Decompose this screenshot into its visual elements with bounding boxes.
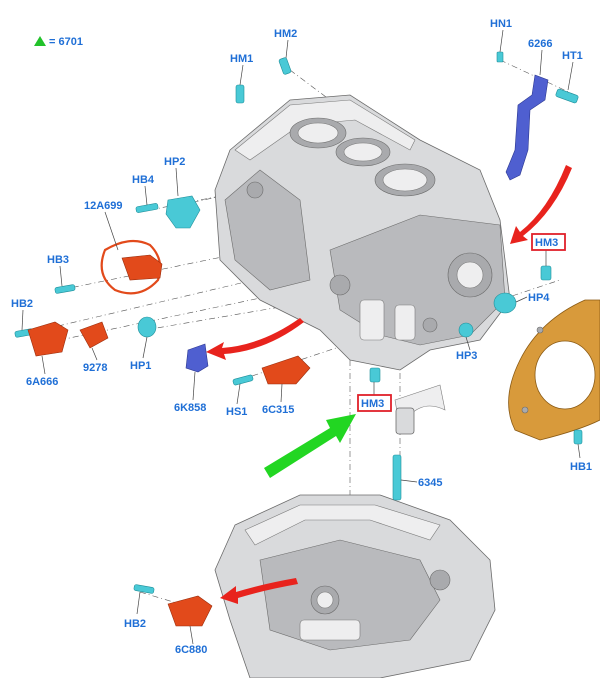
sensors bbox=[27, 239, 311, 627]
label-6c315: 6C315 bbox=[262, 404, 294, 416]
bracket-6k858-icon bbox=[185, 343, 209, 373]
hp4-plug-icon bbox=[493, 292, 517, 314]
label-hm3-right: HM3 bbox=[535, 237, 558, 249]
label-hb4: HB4 bbox=[132, 174, 155, 186]
label-6345: 6345 bbox=[418, 477, 442, 489]
label-hs1: HS1 bbox=[226, 406, 247, 418]
sensor-6c315-icon bbox=[261, 355, 311, 385]
label-leaders bbox=[21, 29, 581, 645]
hm3-center-highlight-box bbox=[357, 394, 392, 412]
hm3-right-highlight-box bbox=[531, 233, 566, 251]
bearing-cap bbox=[394, 384, 446, 435]
hm3-right-bolt-icon bbox=[540, 265, 552, 281]
ht1-bolt-icon bbox=[555, 88, 579, 104]
label-hm2: HM2 bbox=[274, 28, 297, 40]
green-arrow bbox=[264, 414, 356, 478]
hs1-bolt-icon bbox=[232, 374, 254, 386]
oil-pan-casting bbox=[214, 494, 496, 678]
hb3-bolt-icon bbox=[54, 284, 76, 294]
hb2-bolt-bottom-icon bbox=[133, 584, 155, 594]
red-arrow-middle bbox=[206, 318, 304, 360]
sensor-12a699-icon bbox=[121, 254, 163, 281]
label-hn1: HN1 bbox=[490, 18, 512, 30]
hb4-bolt-icon bbox=[135, 203, 159, 213]
red-arrow-bottom bbox=[220, 578, 298, 604]
label-hp3: HP3 bbox=[456, 350, 477, 362]
label-hb2-top: HB2 bbox=[11, 298, 33, 310]
hn1-bolt-icon bbox=[496, 51, 504, 63]
fasteners bbox=[14, 51, 583, 594]
red-arrow-right bbox=[510, 165, 572, 244]
hb1-bolt-icon bbox=[573, 429, 583, 445]
bolt-6345-icon bbox=[392, 454, 402, 501]
label-hb1: HB1 bbox=[570, 461, 592, 473]
legend-triangle-icon bbox=[34, 36, 46, 46]
label-12a699: 12A699 bbox=[84, 200, 123, 212]
rear-cover-plate bbox=[508, 299, 600, 441]
legend-text: = 6701 bbox=[49, 36, 83, 48]
hm2-bolt-icon bbox=[278, 57, 292, 75]
label-ht1: HT1 bbox=[562, 50, 583, 62]
label-hm3-center: HM3 bbox=[361, 398, 384, 410]
legend: = 6701 bbox=[34, 36, 83, 48]
sensor-9278-icon bbox=[79, 321, 109, 349]
hp1-plug-icon bbox=[137, 316, 157, 338]
part-labels: HM1 HM2 HN1 6266 HT1 HP2 HB4 12A699 HB3 … bbox=[11, 18, 592, 656]
label-6266: 6266 bbox=[528, 38, 552, 50]
label-6k858: 6K858 bbox=[174, 402, 206, 414]
label-hb3: HB3 bbox=[47, 254, 69, 266]
label-hp1: HP1 bbox=[130, 360, 151, 372]
pipe-6266 bbox=[505, 74, 549, 181]
ring-12a699-icon bbox=[100, 239, 162, 295]
label-hm1: HM1 bbox=[230, 53, 253, 65]
label-9278: 9278 bbox=[83, 362, 107, 374]
hp3-plug-icon bbox=[458, 322, 474, 338]
sensor-6c880-icon bbox=[167, 595, 213, 627]
cylinder-block bbox=[214, 94, 511, 371]
hm3-center-bolt-icon bbox=[369, 367, 381, 383]
sensor-6a666-icon bbox=[27, 321, 69, 357]
label-hp4: HP4 bbox=[528, 292, 550, 304]
label-6c880: 6C880 bbox=[175, 644, 207, 656]
hp2-plug-icon bbox=[165, 195, 201, 229]
label-hb2-bottom: HB2 bbox=[124, 618, 146, 630]
label-6a666: 6A666 bbox=[26, 376, 58, 388]
label-hp2: HP2 bbox=[164, 156, 185, 168]
arrows bbox=[206, 165, 572, 604]
hm1-bolt-icon bbox=[235, 84, 245, 104]
